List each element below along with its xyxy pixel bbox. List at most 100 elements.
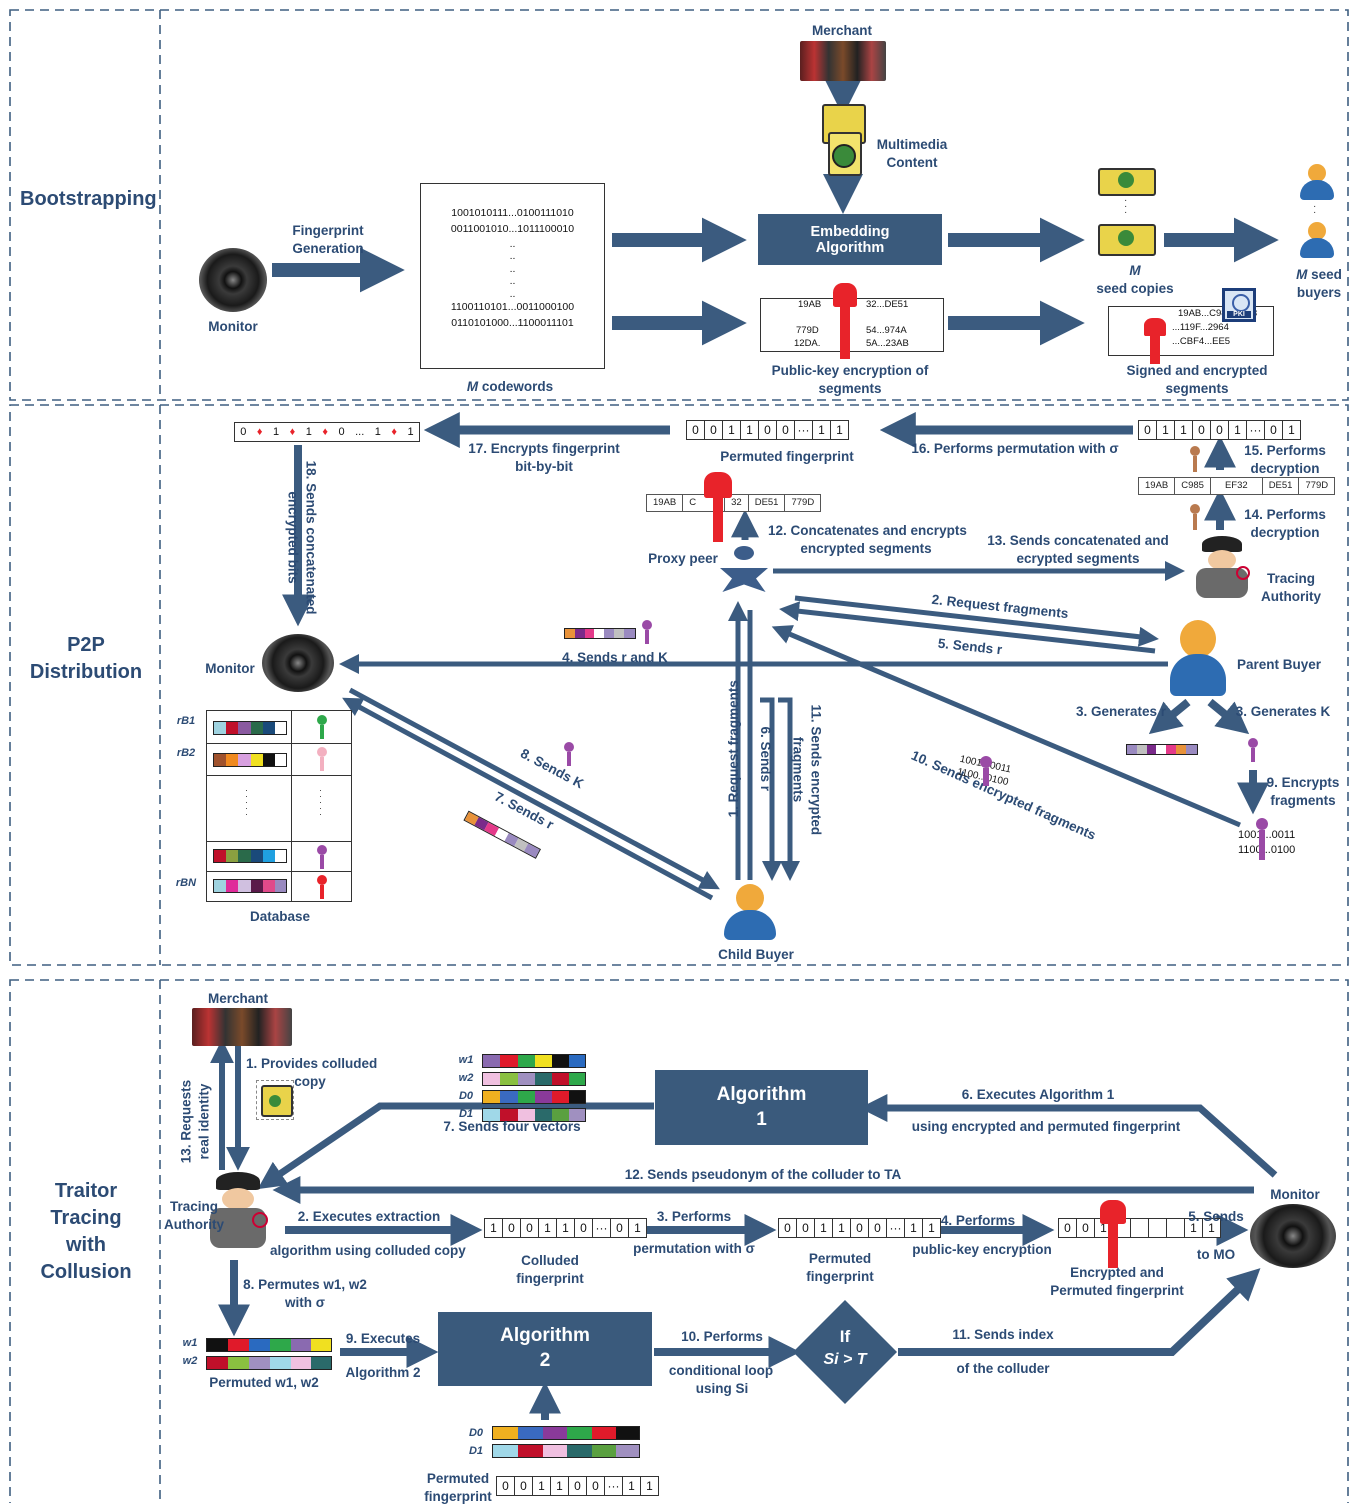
permuted-w2-vector xyxy=(206,1356,332,1370)
proxy-seg: 32 xyxy=(725,495,749,511)
colluded-line1: Colluded xyxy=(521,1253,579,1268)
db-vector-4 xyxy=(213,879,287,893)
p2p-frame xyxy=(9,404,1349,966)
arrow-5 xyxy=(779,601,1156,654)
db-dots-left: ····· xyxy=(245,785,248,819)
tt-step6-label-1: 6. Executes Algorithm 1 xyxy=(961,1087,1115,1102)
db-dots-right: ····· xyxy=(319,785,322,819)
codeword: .. xyxy=(509,275,516,288)
parent-buyer-label: Parent Buyer xyxy=(1236,657,1322,672)
signed-seg: 19AB...C985...EF3 xyxy=(1178,308,1258,319)
red-key-icon-proxy xyxy=(704,472,732,542)
proxy-seg: C xyxy=(683,495,726,511)
tt-step4-label-2: public-key encryption xyxy=(912,1242,1052,1257)
tt-step9-label-2: Algorithm 2 xyxy=(345,1365,421,1380)
step15-line1: 15. Performs xyxy=(1244,443,1326,458)
bit: ··· xyxy=(605,1477,623,1495)
algo1-line1: Algorithm xyxy=(716,1083,807,1105)
db-row-label: rB2 xyxy=(176,747,196,759)
purple-key-icon-10 xyxy=(980,756,992,786)
signed-seg: ...CBF4...EE5 xyxy=(1172,336,1231,347)
signed-segments-box xyxy=(1108,306,1274,356)
signed-line2: segments xyxy=(1165,380,1229,396)
pke-line1: Public-key encryption of xyxy=(771,363,929,378)
brown-key-icon-15 xyxy=(1190,446,1200,472)
codeword: .. xyxy=(509,250,516,263)
bit: 1 xyxy=(485,1219,503,1237)
signed-label: Signed and encrypted segments xyxy=(1116,362,1278,397)
seed-buyers-line2: buyers xyxy=(1296,284,1342,300)
tt-permuted-fp-label: Permuted fingerprint xyxy=(790,1250,890,1285)
embed-line2: Algorithm xyxy=(815,239,885,256)
algorithm-1-box: Algorithm 1 xyxy=(655,1070,868,1145)
tt-tracing-line1: Tracing xyxy=(169,1199,218,1214)
bit: 0 xyxy=(575,1219,593,1237)
pke-seg: 779D xyxy=(796,325,819,336)
tt-step8-label: 8. Permutes w1, w2 with σ xyxy=(240,1276,370,1311)
arrow-2 xyxy=(794,595,1159,647)
bit: ··· xyxy=(795,421,813,439)
colluded-copy-icon xyxy=(256,1080,294,1120)
bit: 1 xyxy=(623,1477,641,1495)
tt-merchant-image xyxy=(192,1008,292,1046)
d1-vector-bottom xyxy=(492,1444,640,1458)
tt-step1-line2: copy xyxy=(294,1073,326,1089)
tt-step7-label: 7. Sends four vectors xyxy=(443,1119,581,1134)
signed-seg: ...119F...2964 xyxy=(1172,322,1229,333)
pke-seg: 5A...23AB xyxy=(866,338,909,349)
bit: 1 xyxy=(741,421,759,439)
tt-step2-label-1: 2. Executes extraction xyxy=(297,1209,441,1224)
pw-label: w1 xyxy=(182,1337,198,1349)
algo2-line2: 2 xyxy=(539,1350,551,1371)
embedding-algorithm-box: Embedding Algorithm xyxy=(758,214,942,265)
d-label: D1 xyxy=(468,1445,484,1457)
d-label: D0 xyxy=(468,1427,484,1439)
bit: 0 xyxy=(1077,1219,1095,1237)
seed-copy-icon-bottom xyxy=(1098,224,1156,256)
d-label: D0 xyxy=(458,1090,474,1102)
tt-tracing-authority-label: Tracing Authority xyxy=(162,1198,226,1233)
pf-line2: fingerprint xyxy=(424,1488,492,1504)
bit: 1 xyxy=(1185,1219,1203,1237)
bit: 0 xyxy=(497,1477,515,1495)
codeword: 0011001010...1011100010 xyxy=(450,222,575,235)
bit: 1 xyxy=(646,1479,653,1493)
proxy-peer-label: Proxy peer xyxy=(648,551,718,566)
p2p-tracing-line2: Authority xyxy=(1261,588,1321,604)
tt-encperm-line1: Encrypted and xyxy=(1070,1265,1164,1280)
bit: 0 xyxy=(1193,421,1211,439)
bit: 1 xyxy=(551,1477,569,1495)
bit: 1 xyxy=(539,1219,557,1237)
step6-label: 6. Sends r xyxy=(757,726,773,792)
w-label: w2 xyxy=(458,1072,474,1084)
database-table: ····· ····· xyxy=(206,710,352,902)
step9-label: 9. Encrypts fragments xyxy=(1262,774,1344,809)
step14-label: 14. Performs decryption xyxy=(1236,506,1334,541)
fragments-b: 1001...0011 1100...0100 xyxy=(1238,828,1295,859)
tt-step8-line1: 8. Permutes w1, w2 xyxy=(243,1277,367,1292)
step11-label: 11. Sends encrypted fragments xyxy=(789,705,824,836)
section-traitor-line1: Traitor xyxy=(54,1180,118,1202)
step13-line2: ecrypted segments xyxy=(1016,550,1140,566)
tt-encperm-label: Encrypted and Permuted fingerprint xyxy=(1040,1264,1194,1299)
red-key-icon-db xyxy=(317,875,327,899)
pf-line1: Permuted xyxy=(426,1471,490,1486)
tt-step10-label-2: conditional loop xyxy=(668,1363,774,1378)
colluded-line2: fingerprint xyxy=(516,1270,584,1286)
step15-line2: decryption xyxy=(1250,460,1320,476)
merchant-media-image xyxy=(800,41,886,81)
tt-step5-label-1: 5. Sends xyxy=(1188,1209,1244,1224)
w-label: w1 xyxy=(458,1054,474,1066)
bootstrapping-frame xyxy=(9,9,1349,401)
bit: 1 xyxy=(1208,1221,1215,1235)
green-key-icon xyxy=(317,715,327,739)
proxy-seg: DE51 xyxy=(749,495,786,511)
section-traitor: Traitor Tracing with Collusion xyxy=(20,1178,152,1286)
multimedia-line1: Multimedia xyxy=(876,137,948,152)
section-bootstrapping: Bootstrapping xyxy=(20,188,157,210)
bit: 0 xyxy=(521,1219,539,1237)
p2p-tracing-line1: Tracing xyxy=(1266,571,1315,586)
